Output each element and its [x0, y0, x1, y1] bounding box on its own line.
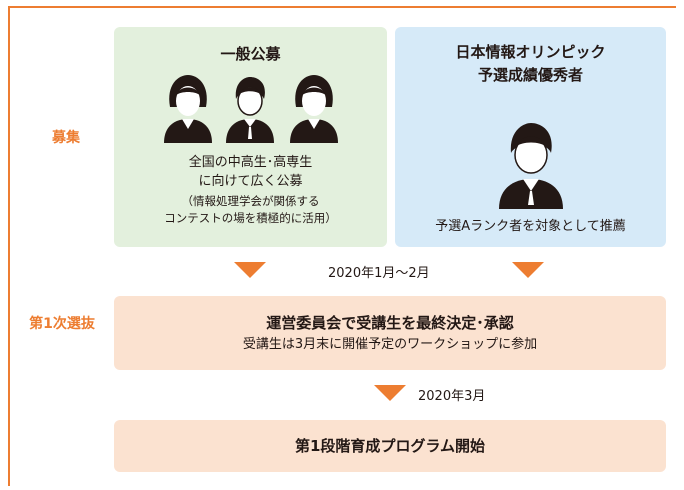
- program-start-box: 第1段階育成プログラム開始: [114, 420, 666, 472]
- male-student-icon: [499, 123, 563, 209]
- general-recruitment-box: 一般公募 全国の中高生･高専生 に向けて広く公募 （情報処理学会が関係する コン…: [114, 27, 387, 247]
- arrow-down-icon: [512, 262, 544, 278]
- program-start-title: 第1段階育成プログラム開始: [295, 437, 485, 455]
- male-student-icon: [226, 77, 274, 143]
- female-student-icon: [164, 75, 212, 143]
- general-recruitment-note2: コンテストの場を積極的に活用）: [164, 211, 337, 225]
- general-recruitment-title: 一般公募: [220, 45, 281, 63]
- general-recruitment-note1: （情報処理学会が関係する: [181, 194, 320, 208]
- date-label-first: 2020年1月～2月: [328, 266, 430, 281]
- committee-title: 運営委員会で受講生を最終決定･承認: [266, 314, 514, 332]
- olympiad-box: 日本情報オリンピック 予選成績優秀者 予選Aランク者を対象として推薦: [395, 27, 666, 247]
- date-label-second: 2020年3月: [418, 389, 486, 404]
- stage-label-first-selection: 第1次選抜: [29, 316, 95, 332]
- female-student-icon: [290, 75, 338, 143]
- committee-box: 運営委員会で受講生を最終決定･承認 受講生は3月末に開催予定のワークショップに参…: [114, 296, 666, 370]
- olympiad-title-line1: 日本情報オリンピック: [455, 43, 606, 61]
- olympiad-title-line2: 予選成績優秀者: [477, 66, 583, 84]
- stage-label-recruit: 募集: [52, 130, 80, 146]
- arrow-down-icon: [374, 385, 406, 401]
- diagram-frame: [8, 6, 676, 486]
- general-recruitment-line1: 全国の中高生･高専生: [188, 155, 313, 170]
- general-recruitment-line2: に向けて広く公募: [198, 174, 303, 189]
- committee-description: 受講生は3月末に開催予定のワークショップに参加: [242, 337, 538, 352]
- arrow-down-icon: [234, 262, 266, 278]
- olympiad-description: 予選Aランク者を対象として推薦: [435, 219, 626, 234]
